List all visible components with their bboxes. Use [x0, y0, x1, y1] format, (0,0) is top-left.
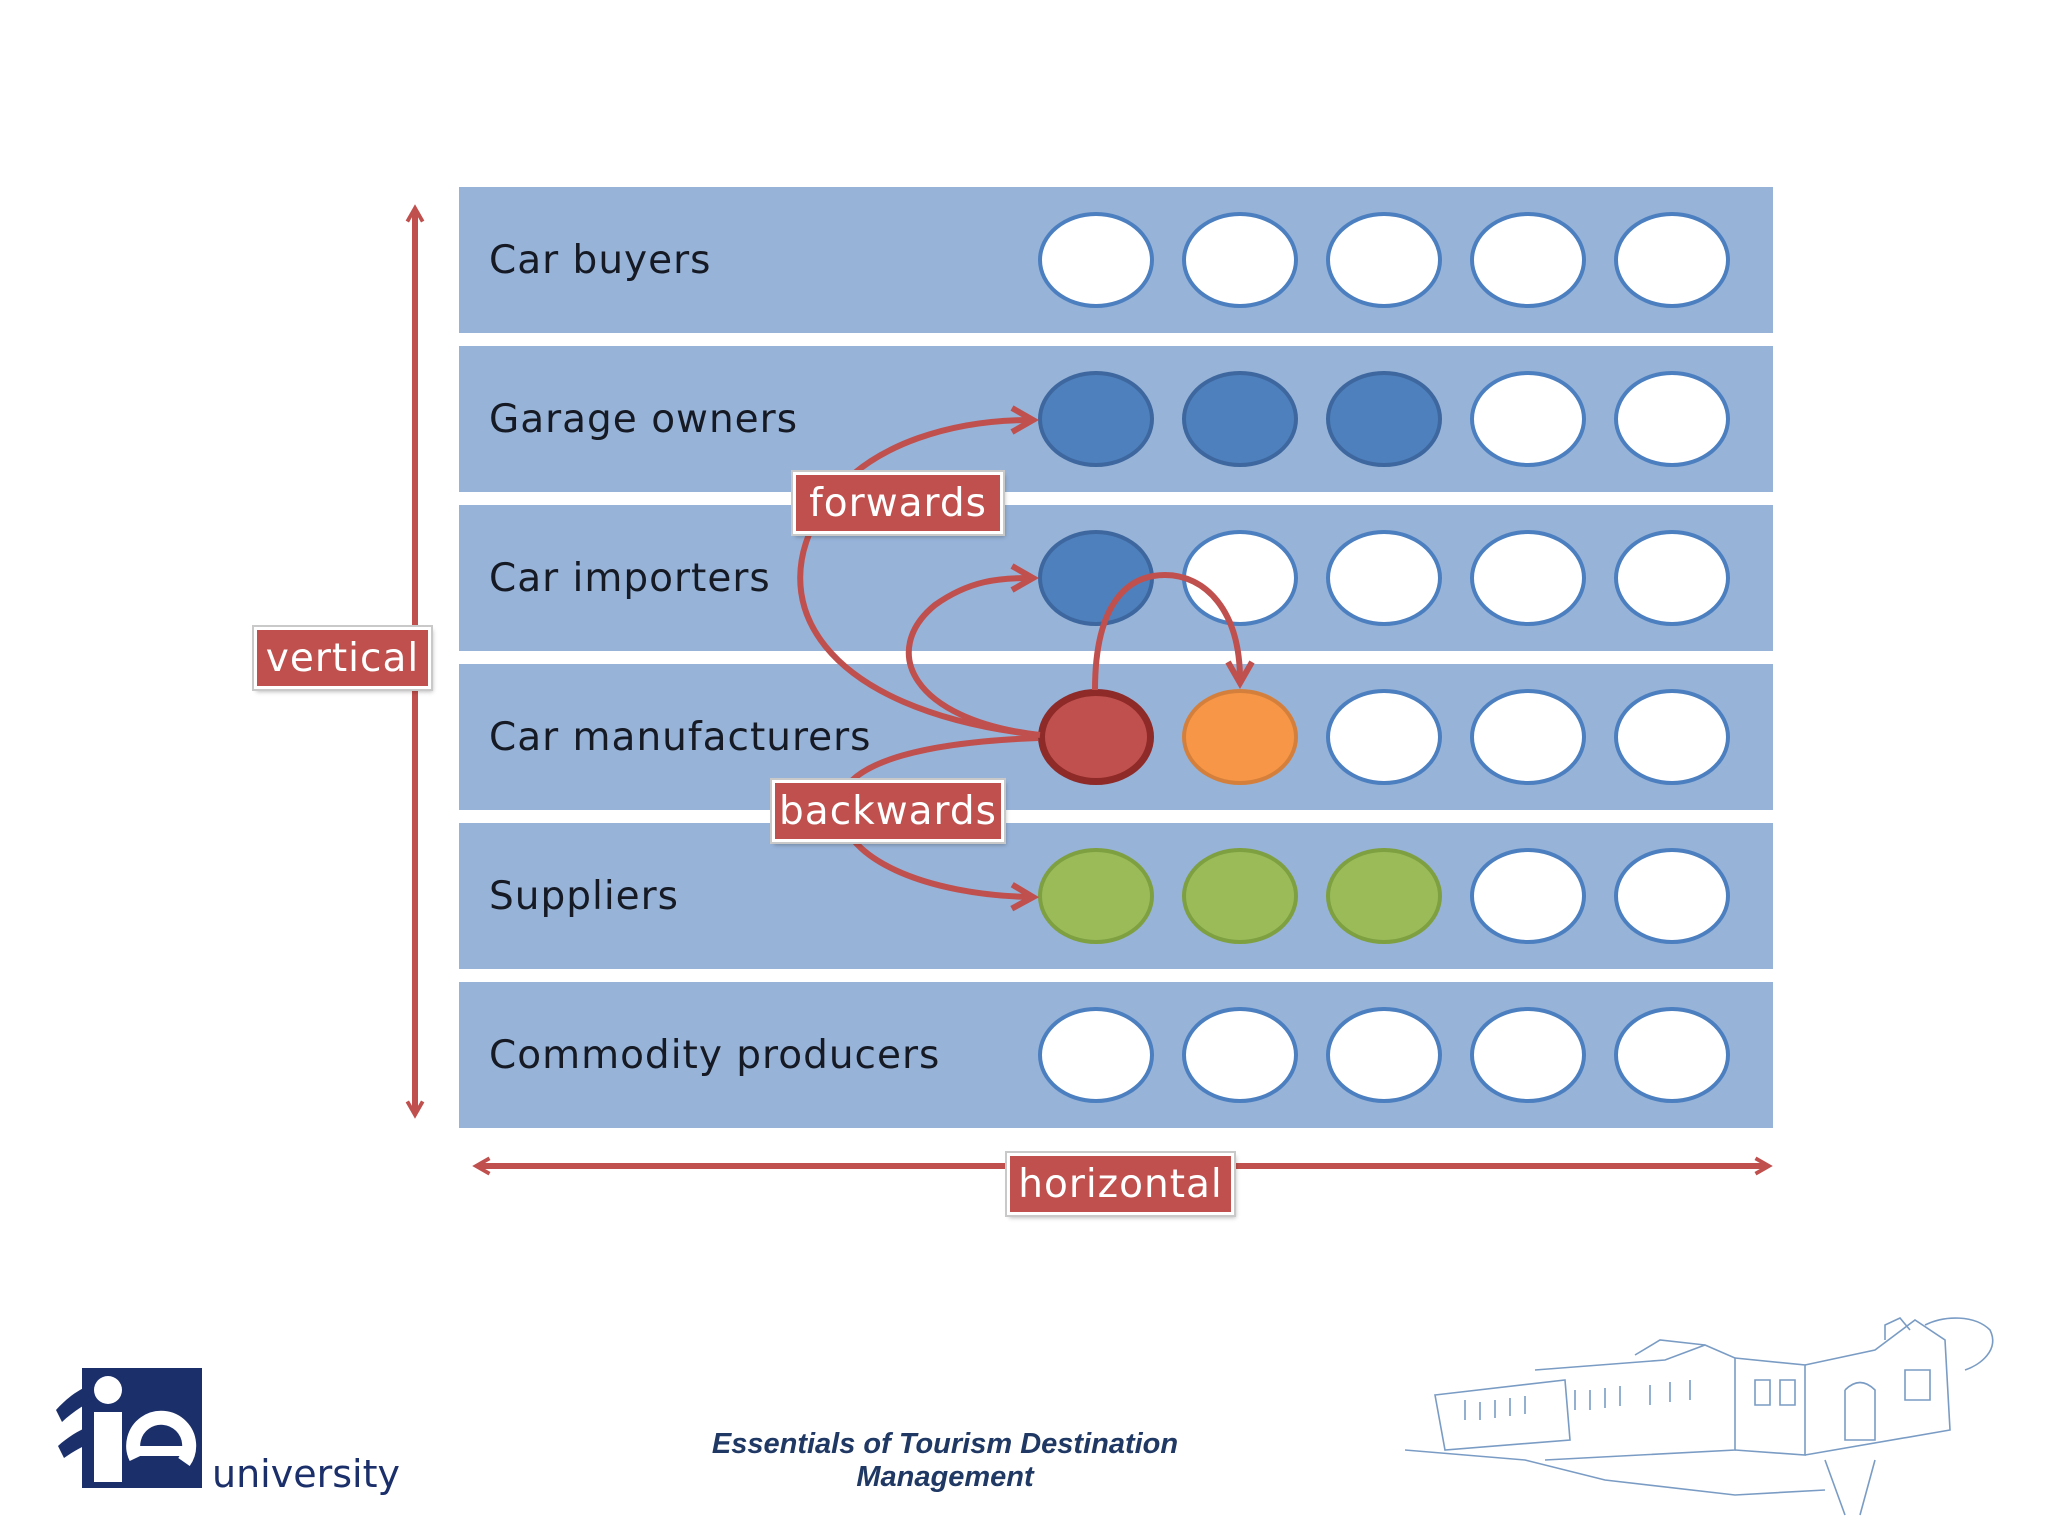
- company-circle-white: [1470, 371, 1586, 467]
- company-circle-white: [1470, 530, 1586, 626]
- footer-title: Essentials of Tourism Destination Manage…: [711, 1428, 1179, 1493]
- company-circle-white: [1614, 1007, 1730, 1103]
- company-circle-white: [1182, 212, 1298, 308]
- company-circle-white: [1038, 212, 1154, 308]
- company-circle-red: [1038, 689, 1154, 785]
- row-label: Garage owners: [489, 396, 799, 442]
- company-circle-white: [1614, 848, 1730, 944]
- row-label: Car importers: [489, 555, 771, 601]
- company-circle-white: [1614, 530, 1730, 626]
- row-label: Car manufacturers: [489, 714, 872, 760]
- company-circle-blue: [1182, 371, 1298, 467]
- company-circle-blue: [1326, 371, 1442, 467]
- company-circle-orange: [1182, 689, 1298, 785]
- row-label: Car buyers: [489, 237, 712, 283]
- horizontal-label: horizontal: [1007, 1153, 1234, 1215]
- company-circle-white: [1614, 212, 1730, 308]
- company-circle-white: [1326, 212, 1442, 308]
- forwards-arrow-importers: [905, 563, 1041, 738]
- company-circle-white: [1326, 689, 1442, 785]
- company-circle-white: [1182, 1007, 1298, 1103]
- company-circle-white: [1038, 1007, 1154, 1103]
- horizontal-integration-arrow: [1092, 571, 1255, 691]
- company-circle-green: [1038, 848, 1154, 944]
- company-circle-white: [1470, 848, 1586, 944]
- company-circle-white: [1326, 1007, 1442, 1103]
- company-circle-white: [1614, 371, 1730, 467]
- row-label: Suppliers: [489, 873, 680, 919]
- company-circle-white: [1470, 689, 1586, 785]
- vertical-label: vertical: [254, 627, 431, 689]
- company-circle-blue: [1038, 371, 1154, 467]
- company-circle-green: [1326, 848, 1442, 944]
- company-circle-white: [1614, 689, 1730, 785]
- company-circle-white: [1182, 530, 1298, 626]
- logo-university-text: university: [212, 1452, 400, 1496]
- forwards-label: forwards: [793, 472, 1003, 534]
- building-sketch-illustration: [1405, 1317, 1994, 1516]
- company-circle-white: [1470, 1007, 1586, 1103]
- company-circle-white: [1326, 530, 1442, 626]
- company-circle-green: [1182, 848, 1298, 944]
- backwards-label: backwards: [772, 780, 1004, 842]
- ie-university-logo: [56, 1368, 202, 1488]
- row-label: Commodity producers: [489, 1032, 941, 1078]
- company-circle-white: [1470, 212, 1586, 308]
